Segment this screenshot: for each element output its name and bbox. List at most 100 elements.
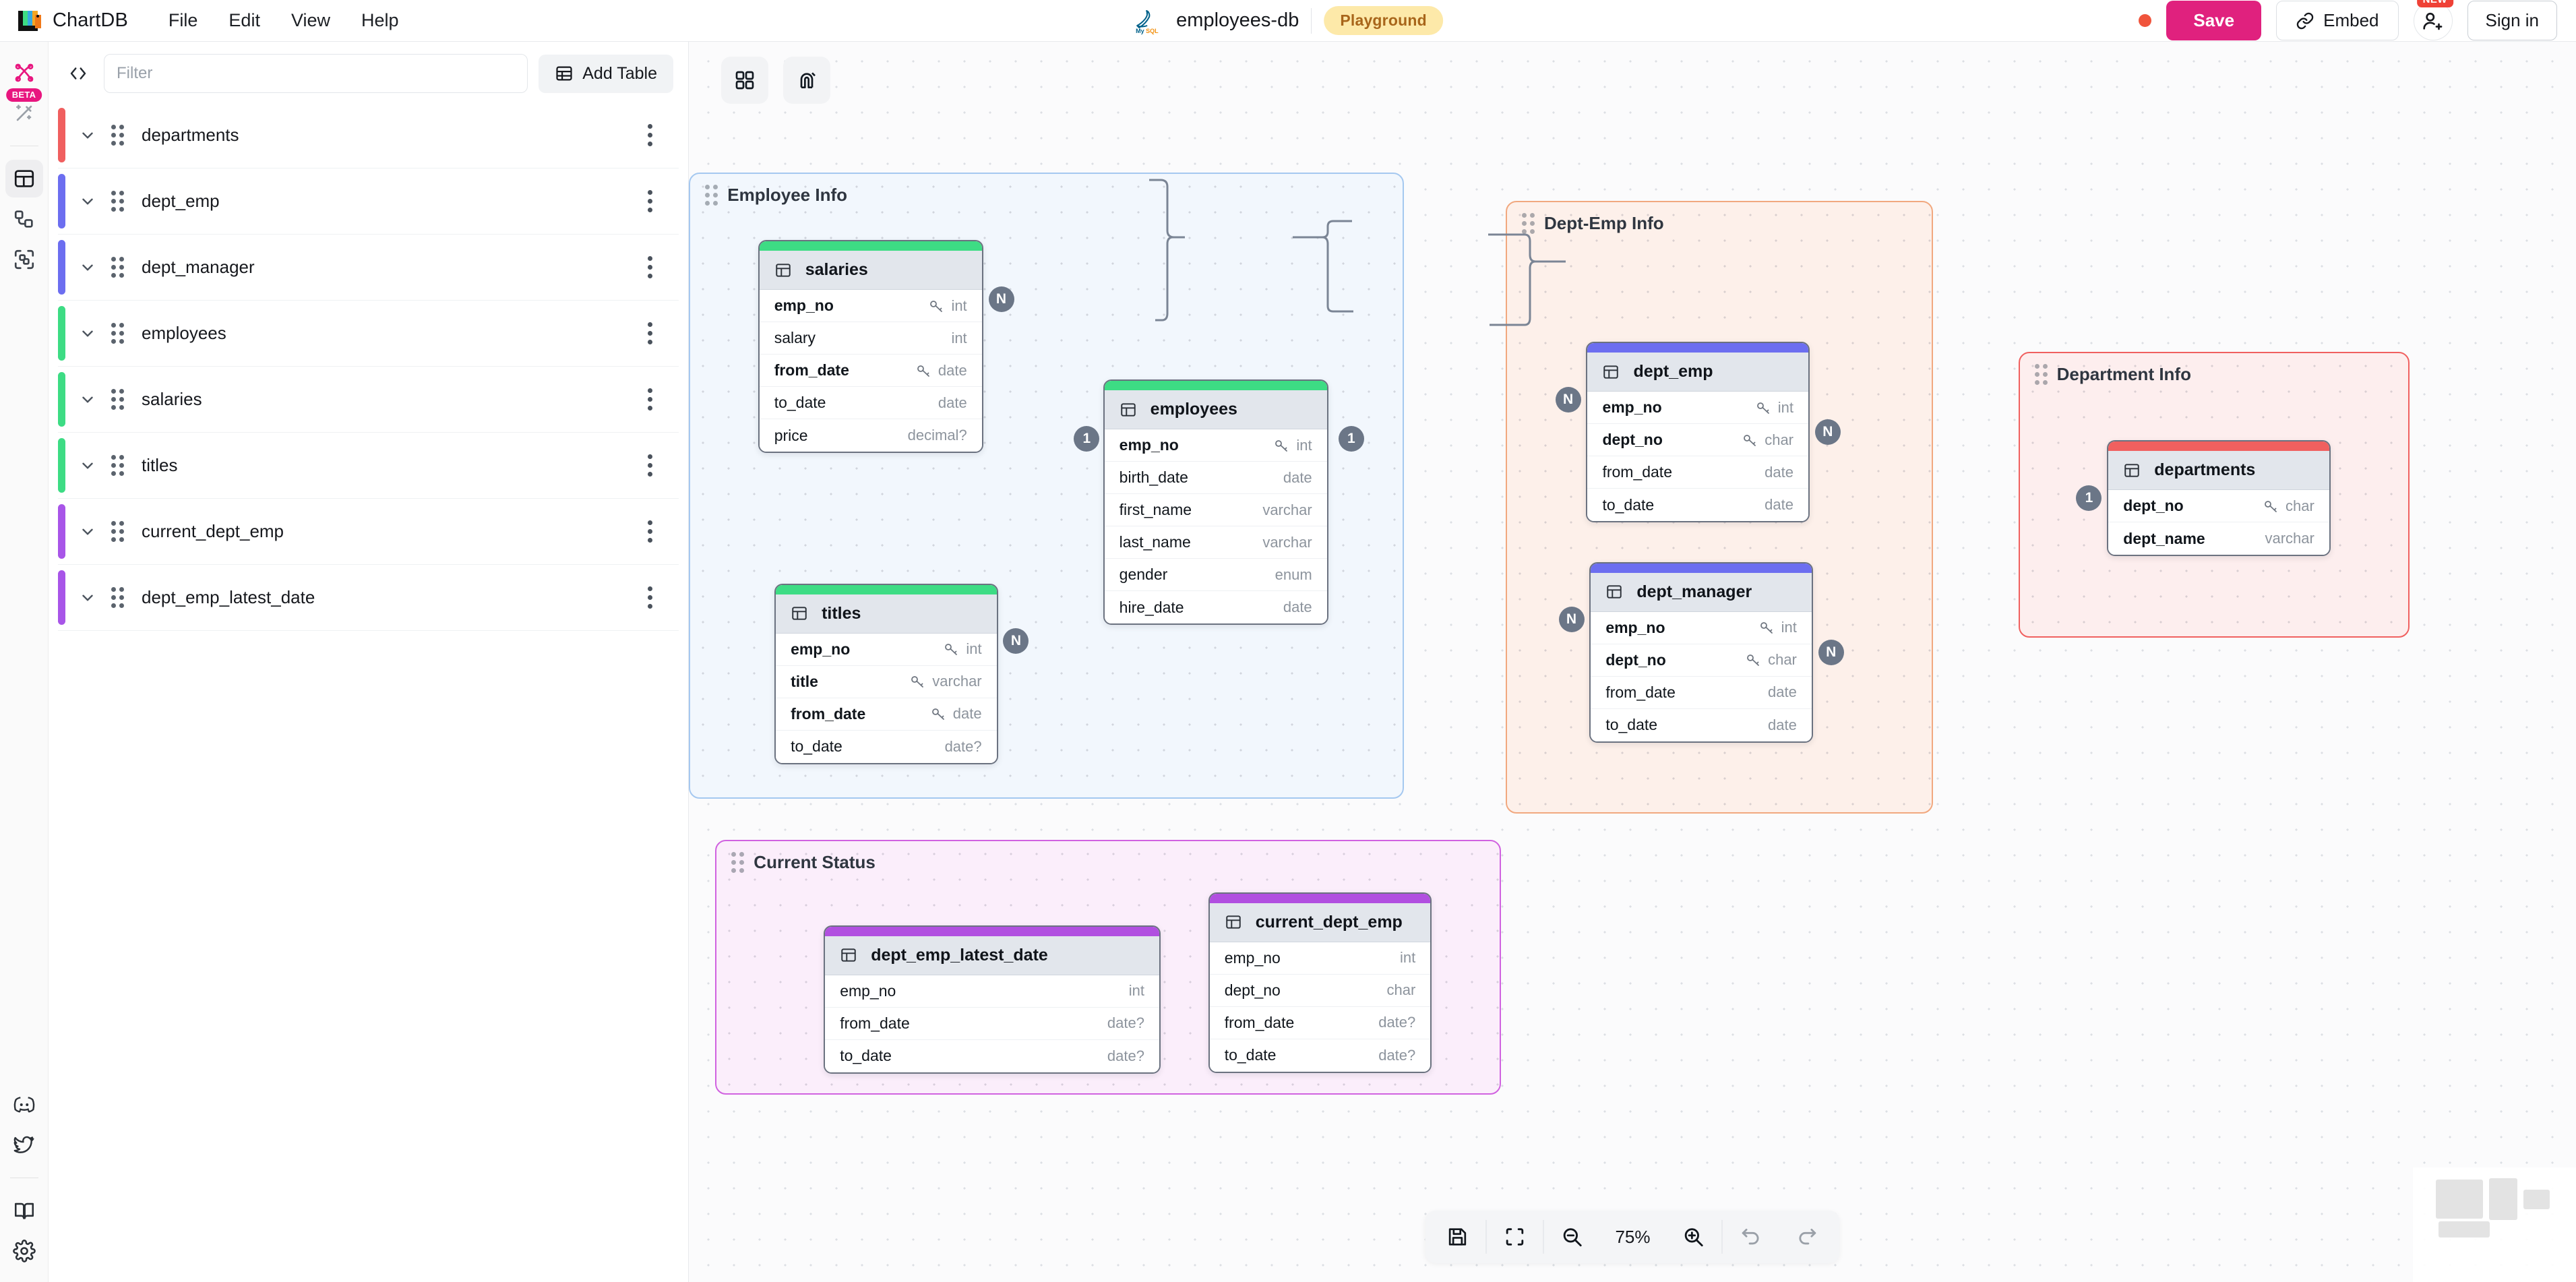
table-node-header[interactable]: dept_manager	[1591, 572, 1812, 612]
table-list-item[interactable]: departments	[58, 102, 679, 169]
chevron-down-icon[interactable]	[73, 259, 102, 276]
drag-handle-icon[interactable]	[2034, 363, 2048, 385]
menu-file[interactable]: File	[168, 10, 198, 30]
table-node-header[interactable]: titles	[776, 594, 997, 634]
account-button[interactable]: NEW	[2413, 0, 2453, 40]
drag-handle-icon[interactable]	[102, 389, 132, 410]
drag-handle-icon[interactable]	[102, 521, 132, 542]
diagram-name[interactable]: employees-db	[1176, 9, 1299, 31]
table-list-item[interactable]: dept_emp	[58, 169, 679, 235]
areas-icon[interactable]	[5, 241, 43, 278]
zoom-level[interactable]: 75%	[1615, 1226, 1651, 1247]
chevron-down-icon[interactable]	[73, 589, 102, 607]
chevron-down-icon[interactable]	[73, 457, 102, 475]
drag-handle-icon[interactable]	[102, 191, 132, 212]
table-node-header[interactable]: departments	[2108, 451, 2329, 491]
menu-help[interactable]: Help	[361, 10, 399, 30]
settings-gear-icon[interactable]	[5, 1232, 43, 1270]
table-options-icon[interactable]	[636, 452, 664, 480]
twitter-icon[interactable]	[5, 1126, 43, 1164]
docs-book-icon[interactable]	[5, 1192, 43, 1229]
redo-icon[interactable]	[1779, 1211, 1836, 1263]
menu-view[interactable]: View	[290, 10, 330, 30]
drag-handle-icon[interactable]	[102, 125, 132, 146]
chevron-down-icon[interactable]	[73, 127, 102, 144]
table-options-icon[interactable]	[636, 187, 664, 216]
table-node-header[interactable]: current_dept_emp	[1209, 903, 1431, 942]
menu-edit[interactable]: Edit	[228, 10, 260, 30]
save-button[interactable]: Save	[2166, 1, 2262, 40]
drag-handle-icon[interactable]	[705, 185, 718, 206]
filter-input[interactable]	[104, 54, 528, 93]
table-node-header[interactable]: dept_emp_latest_date	[825, 936, 1159, 975]
table-node-header[interactable]: employees	[1104, 390, 1327, 430]
table-options-icon[interactable]	[636, 518, 664, 546]
minimap[interactable]	[2413, 1167, 2576, 1282]
chevron-down-icon[interactable]	[73, 523, 102, 541]
table-node-header[interactable]: salaries	[759, 251, 982, 291]
chevron-down-icon[interactable]	[73, 193, 102, 210]
zoom-in-icon[interactable]	[1665, 1211, 1722, 1263]
table-list-item[interactable]: dept_manager	[58, 235, 679, 301]
magic-wand-icon[interactable]: BETA	[5, 88, 43, 132]
fit-screen-icon[interactable]	[1486, 1211, 1543, 1263]
table-node-header[interactable]: dept_emp	[1587, 353, 1808, 392]
table-list-item[interactable]: salaries	[58, 367, 679, 433]
table-options-icon[interactable]	[636, 584, 664, 612]
table-list-item[interactable]: dept_emp_latest_date	[58, 565, 679, 631]
drag-handle-icon[interactable]	[102, 455, 132, 476]
table-options-icon[interactable]	[636, 386, 664, 414]
embed-button[interactable]: Embed	[2276, 1, 2399, 40]
magnet-snap-icon[interactable]	[783, 57, 830, 104]
tables-icon[interactable]	[5, 160, 43, 197]
add-table-button[interactable]: Add Table	[539, 54, 673, 93]
drag-handle-icon[interactable]	[1521, 212, 1535, 234]
drag-handle-icon[interactable]	[102, 323, 132, 344]
discord-icon[interactable]	[5, 1086, 43, 1124]
table-list-item[interactable]: current_dept_emp	[58, 499, 679, 565]
table-list-item[interactable]: titles	[58, 433, 679, 499]
table-options-icon[interactable]	[636, 319, 664, 348]
diagrams-icon[interactable]	[5, 54, 43, 92]
layout-grid-icon[interactable]	[721, 57, 768, 104]
drag-handle-icon[interactable]	[731, 851, 745, 873]
